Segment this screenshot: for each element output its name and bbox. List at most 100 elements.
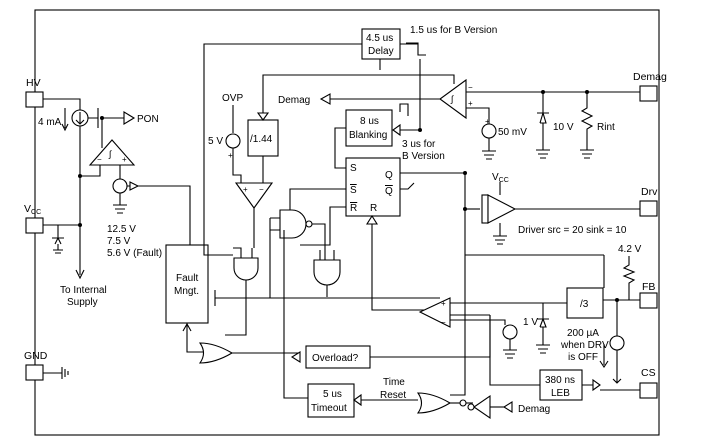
svg-text:PON: PON bbox=[137, 114, 159, 125]
fault-management-block: Fault Mngt. bbox=[165, 244, 440, 353]
svg-text:Demag: Demag bbox=[633, 71, 667, 83]
delay-block: 4.5 us Delay 1.5 us for B Version bbox=[203, 25, 497, 256]
svg-text:Driver src = 20 sink = 10: Driver src = 20 sink = 10 bbox=[518, 225, 627, 236]
svg-text:/1.44: /1.44 bbox=[250, 134, 273, 145]
pin-gnd: GND bbox=[24, 350, 48, 381]
svg-text:Mngt.: Mngt. bbox=[174, 286, 199, 297]
hv-current-source: 4 mA bbox=[38, 98, 89, 275]
svg-text:B Version: B Version bbox=[402, 151, 445, 162]
demag-comparator: ∫ − + Demag bbox=[278, 78, 640, 124]
sr-flipflop: S S R R Q Q bbox=[289, 157, 467, 311]
vcc-comparator: ∫ − + bbox=[80, 139, 136, 180]
svg-text:5 V: 5 V bbox=[208, 136, 223, 147]
svg-text:Overload?: Overload? bbox=[312, 353, 359, 364]
svg-text:3 us for: 3 us for bbox=[402, 139, 436, 150]
svg-text:−: − bbox=[97, 155, 102, 164]
svg-text:5 us: 5 us bbox=[323, 389, 342, 400]
svg-text:Drv: Drv bbox=[641, 186, 658, 198]
svg-text:Q: Q bbox=[385, 186, 393, 197]
svg-text:10 V: 10 V bbox=[553, 122, 574, 133]
or-gate-fault bbox=[198, 342, 300, 364]
svg-text:FB: FB bbox=[642, 281, 655, 293]
threshold-labels: 12.5 V 7.5 V 5.6 V (Fault) bbox=[107, 224, 162, 259]
svg-text:−: − bbox=[441, 318, 446, 327]
timeout-block: 5 us Timeout Time Reset bbox=[283, 230, 418, 418]
svg-text:1.5 us for B Version: 1.5 us for B Version bbox=[410, 25, 497, 36]
svg-text:4.2 V: 4.2 V bbox=[618, 244, 642, 255]
demag-clamp: 10 V Rint bbox=[536, 90, 615, 159]
svg-text:4 mA: 4 mA bbox=[38, 117, 62, 128]
blanking-block: 8 us Blanking 3 us for B Version bbox=[334, 103, 445, 169]
ovp-comparator: + − bbox=[234, 182, 274, 248]
pin-demag: Demag bbox=[633, 71, 667, 102]
fb-clamp bbox=[536, 303, 550, 354]
svg-text:GND: GND bbox=[24, 350, 48, 362]
svg-text:CS: CS bbox=[641, 367, 656, 379]
vcc-reference bbox=[112, 178, 191, 245]
svg-text:R: R bbox=[370, 203, 377, 214]
svg-text:To Internal: To Internal bbox=[60, 285, 107, 296]
svg-text:7.5 V: 7.5 V bbox=[107, 236, 131, 247]
svg-text:50 mV: 50 mV bbox=[498, 127, 527, 138]
divider-block: /1.44 bbox=[247, 74, 455, 183]
svg-text:LEB: LEB bbox=[551, 388, 570, 399]
svg-text:+: + bbox=[485, 117, 490, 126]
svg-text:when DRV: when DRV bbox=[560, 340, 609, 351]
svg-text:Supply: Supply bbox=[67, 297, 98, 308]
svg-text:VCC: VCC bbox=[492, 172, 509, 184]
cs-comparator: + − 1 V bbox=[418, 297, 538, 359]
svg-text:Delay: Delay bbox=[368, 46, 394, 57]
svg-text:Blanking: Blanking bbox=[349, 130, 387, 141]
svg-text:is OFF: is OFF bbox=[568, 352, 598, 363]
svg-text:5.6 V (Fault): 5.6 V (Fault) bbox=[107, 248, 162, 259]
svg-text:Fault: Fault bbox=[176, 273, 198, 284]
svg-text:12.5 V: 12.5 V bbox=[107, 224, 136, 235]
svg-text:4.5 us: 4.5 us bbox=[366, 33, 393, 44]
fb-current-source: 200 µA when DRV is OFF bbox=[560, 300, 625, 384]
nand-gate bbox=[269, 209, 326, 298]
fifty-mv-reference: + 50 mV bbox=[481, 117, 527, 160]
svg-text:OVP: OVP bbox=[222, 93, 243, 104]
svg-text:∫: ∫ bbox=[108, 149, 113, 159]
gnd-symbol bbox=[43, 367, 69, 379]
svg-text:Time: Time bbox=[383, 377, 405, 388]
svg-text:HV: HV bbox=[26, 77, 41, 89]
svg-text:+: + bbox=[228, 151, 233, 160]
svg-text:R: R bbox=[350, 203, 357, 214]
svg-text:−: − bbox=[259, 185, 264, 194]
svg-text:+: + bbox=[122, 155, 127, 164]
leb-block: 380 ns LEB bbox=[489, 315, 640, 401]
div3-block: /3 bbox=[450, 254, 629, 319]
pin-drv: Drv bbox=[639, 186, 658, 217]
svg-text:Rint: Rint bbox=[597, 122, 615, 133]
svg-text:Demag: Demag bbox=[278, 95, 310, 106]
svg-text:S: S bbox=[350, 185, 357, 196]
svg-text:VCC: VCC bbox=[24, 203, 41, 216]
inverter-demag: Demag bbox=[467, 394, 550, 420]
svg-text:8 us: 8 us bbox=[360, 116, 379, 127]
svg-text:∫: ∫ bbox=[450, 94, 455, 104]
pin-fb: FB bbox=[639, 281, 658, 309]
gate-driver: VCC Driver src = 20 sink = 10 bbox=[450, 172, 640, 396]
and-gate-lower bbox=[313, 250, 341, 297]
svg-text:/3: /3 bbox=[580, 299, 589, 310]
svg-text:+: + bbox=[243, 185, 248, 194]
fb-pullup: 4.2 V bbox=[618, 244, 642, 301]
and-gate-upper bbox=[225, 247, 259, 336]
overload-block: Overload? bbox=[290, 315, 491, 369]
svg-text:+: + bbox=[441, 299, 446, 308]
pin-cs: CS bbox=[639, 367, 658, 399]
svg-text:S: S bbox=[350, 163, 357, 174]
svg-text:Q: Q bbox=[385, 170, 393, 181]
svg-text:Reset: Reset bbox=[380, 390, 406, 401]
or-gate-time bbox=[416, 392, 473, 414]
svg-text:Timeout: Timeout bbox=[311, 403, 347, 414]
svg-text:380 ns: 380 ns bbox=[545, 375, 575, 386]
pon-output: PON bbox=[123, 111, 159, 125]
pin-vcc: VCC bbox=[24, 203, 44, 234]
svg-text:+: + bbox=[468, 99, 473, 108]
svg-text:1 V: 1 V bbox=[523, 317, 538, 328]
svg-text:−: − bbox=[468, 83, 473, 92]
svg-text:Demag: Demag bbox=[518, 404, 550, 415]
